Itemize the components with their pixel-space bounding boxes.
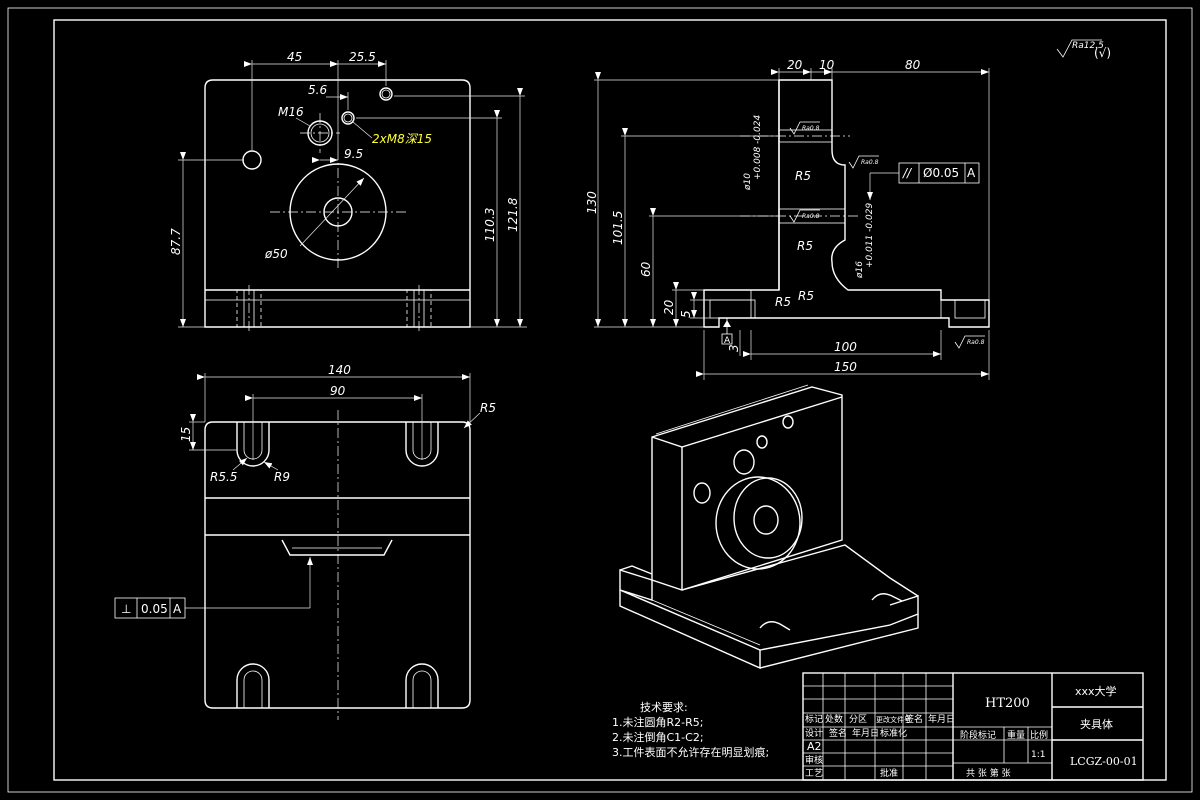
drawing-number: LCGZ-00-01 (1070, 755, 1138, 768)
bore2-tol: +0.011 -0.029 (865, 203, 875, 268)
front-view-dimensions: 45 25.5 5.6 M16 2xM8深15 9.5 ø50 87.7 110… (169, 50, 527, 328)
label-tap: 2xM8深15 (372, 132, 432, 146)
hole-small-left (242, 150, 262, 170)
dim-20-top: 20 (787, 58, 803, 72)
side-view-dimensions: 20 10 80 130 101.5 60 20 5 100 3 150 R5 … (585, 58, 990, 380)
dim-60: 60 (639, 261, 653, 277)
dim-r5-corner: R5 (480, 401, 496, 415)
svg-text:处数: 处数 (825, 713, 843, 725)
svg-text:签名: 签名 (829, 727, 847, 739)
school-name: xxx大学 (1075, 684, 1117, 698)
tech-req-title: 技术要求: (640, 701, 688, 714)
dim-150: 150 (834, 360, 857, 374)
dim-20-left: 20 (662, 299, 676, 315)
svg-text:更改文件号: 更改文件号 (876, 715, 911, 724)
svg-text:Ra0.8: Ra0.8 (861, 159, 879, 166)
dim-9-5: 9.5 (344, 147, 363, 161)
bore1-label: ø10 (743, 173, 753, 191)
hole-m8-a (341, 111, 355, 125)
dim-d50: ø50 (264, 247, 288, 261)
parallelism-tolerance: // Ø0.05 A (867, 162, 980, 200)
hole-m8-b (379, 87, 393, 101)
part-name: 夹具体 (1080, 717, 1113, 731)
inner-frame (53, 19, 1167, 781)
dim-3: 3 (727, 344, 741, 352)
dim-101-5: 101.5 (611, 211, 625, 245)
side-view (703, 79, 990, 328)
bore1-tol: +0.008 -0.024 (753, 115, 763, 180)
dim-110-3: 110.3 (483, 208, 497, 242)
dim-100: 100 (834, 340, 857, 354)
svg-text:阶段标记: 阶段标记 (960, 729, 996, 741)
isometric-view (619, 384, 919, 670)
svg-text:共 张 第 张: 共 张 第 张 (966, 767, 1011, 779)
dim-r9: R9 (274, 470, 290, 484)
dim-87-7: 87.7 (169, 228, 183, 255)
radius-r5-c: R5 (775, 295, 791, 309)
stage-mark: A2 (807, 740, 822, 753)
roughness-general-note: Ra12.5 (√) (1056, 39, 1111, 60)
radius-r5-a: R5 (795, 169, 811, 183)
scale-value: 1:1 (1031, 750, 1045, 760)
svg-text:A: A (724, 336, 731, 346)
dim-45: 45 (287, 50, 302, 64)
svg-text:⊥: ⊥ (121, 602, 131, 616)
dim-10: 10 (819, 58, 835, 72)
svg-text:0.05: 0.05 (141, 602, 168, 616)
svg-text:设计: 设计 (805, 727, 823, 739)
svg-text:A: A (173, 602, 182, 616)
dim-140: 140 (328, 363, 351, 377)
outer-frame (7, 7, 1193, 793)
svg-text:比例: 比例 (1030, 729, 1048, 741)
tech-req-2: 2.未注倒角C1-C2; (612, 730, 704, 744)
title-block: 标记 处数 分区 更改文件号 签名 年月日 设计 签名 年月日 标准化 A2 审… (802, 672, 1144, 781)
top-view (204, 410, 471, 720)
svg-text:重量: 重量 (1007, 729, 1025, 741)
perpendicularity-tolerance: ⊥ 0.05 A (114, 557, 313, 619)
dim-90: 90 (330, 384, 346, 398)
svg-text:标准化: 标准化 (880, 727, 907, 739)
material: HT200 (985, 696, 1030, 711)
svg-text:Ra0.8: Ra0.8 (802, 213, 820, 220)
svg-text:年月日: 年月日 (852, 727, 879, 739)
datum-a: A (721, 318, 733, 346)
svg-text:A: A (967, 166, 976, 180)
dim-15: 15 (179, 427, 193, 442)
svg-text:(√): (√) (1094, 46, 1111, 60)
dim-80: 80 (905, 58, 921, 72)
dim-121-8: 121.8 (506, 197, 520, 232)
label-m16: M16 (278, 105, 304, 119)
dim-5: 5 (679, 310, 693, 318)
svg-text:工艺: 工艺 (805, 768, 823, 779)
front-view (204, 79, 471, 332)
dim-5-6: 5.6 (308, 83, 327, 97)
tech-req-3: 3.工件表面不允许存在明显划痕; (612, 745, 769, 759)
svg-text://: // (902, 166, 913, 180)
svg-text:Ø0.05: Ø0.05 (923, 166, 959, 180)
svg-text:年月日: 年月日 (928, 713, 955, 725)
radius-r5-b: R5 (797, 239, 813, 253)
svg-text:批准: 批准 (880, 767, 898, 779)
technical-requirements: 技术要求: 1.未注圆角R2-R5; 2.未注倒角C1-C2; 3.工件表面不允… (612, 701, 769, 759)
svg-text:签名: 签名 (905, 713, 923, 725)
dim-130: 130 (585, 191, 599, 214)
dim-25-5: 25.5 (349, 50, 376, 64)
svg-text:分区: 分区 (849, 714, 867, 725)
svg-text:审核: 审核 (805, 754, 823, 766)
radius-r5-d: R5 (798, 289, 814, 303)
top-view-dimensions: 140 90 15 R5 R5.5 R9 ⊥ 0.05 A (114, 363, 496, 619)
tech-req-1: 1.未注圆角R2-R5; (612, 715, 703, 729)
svg-text:标记: 标记 (805, 713, 823, 725)
svg-text:Ra12.5: Ra12.5 (1072, 41, 1104, 51)
dim-r5-5: R5.5 (210, 470, 237, 484)
svg-text:Ra0.8: Ra0.8 (967, 339, 985, 346)
svg-text:Ra0.8: Ra0.8 (802, 125, 820, 132)
bore2-label: ø16 (855, 261, 865, 279)
